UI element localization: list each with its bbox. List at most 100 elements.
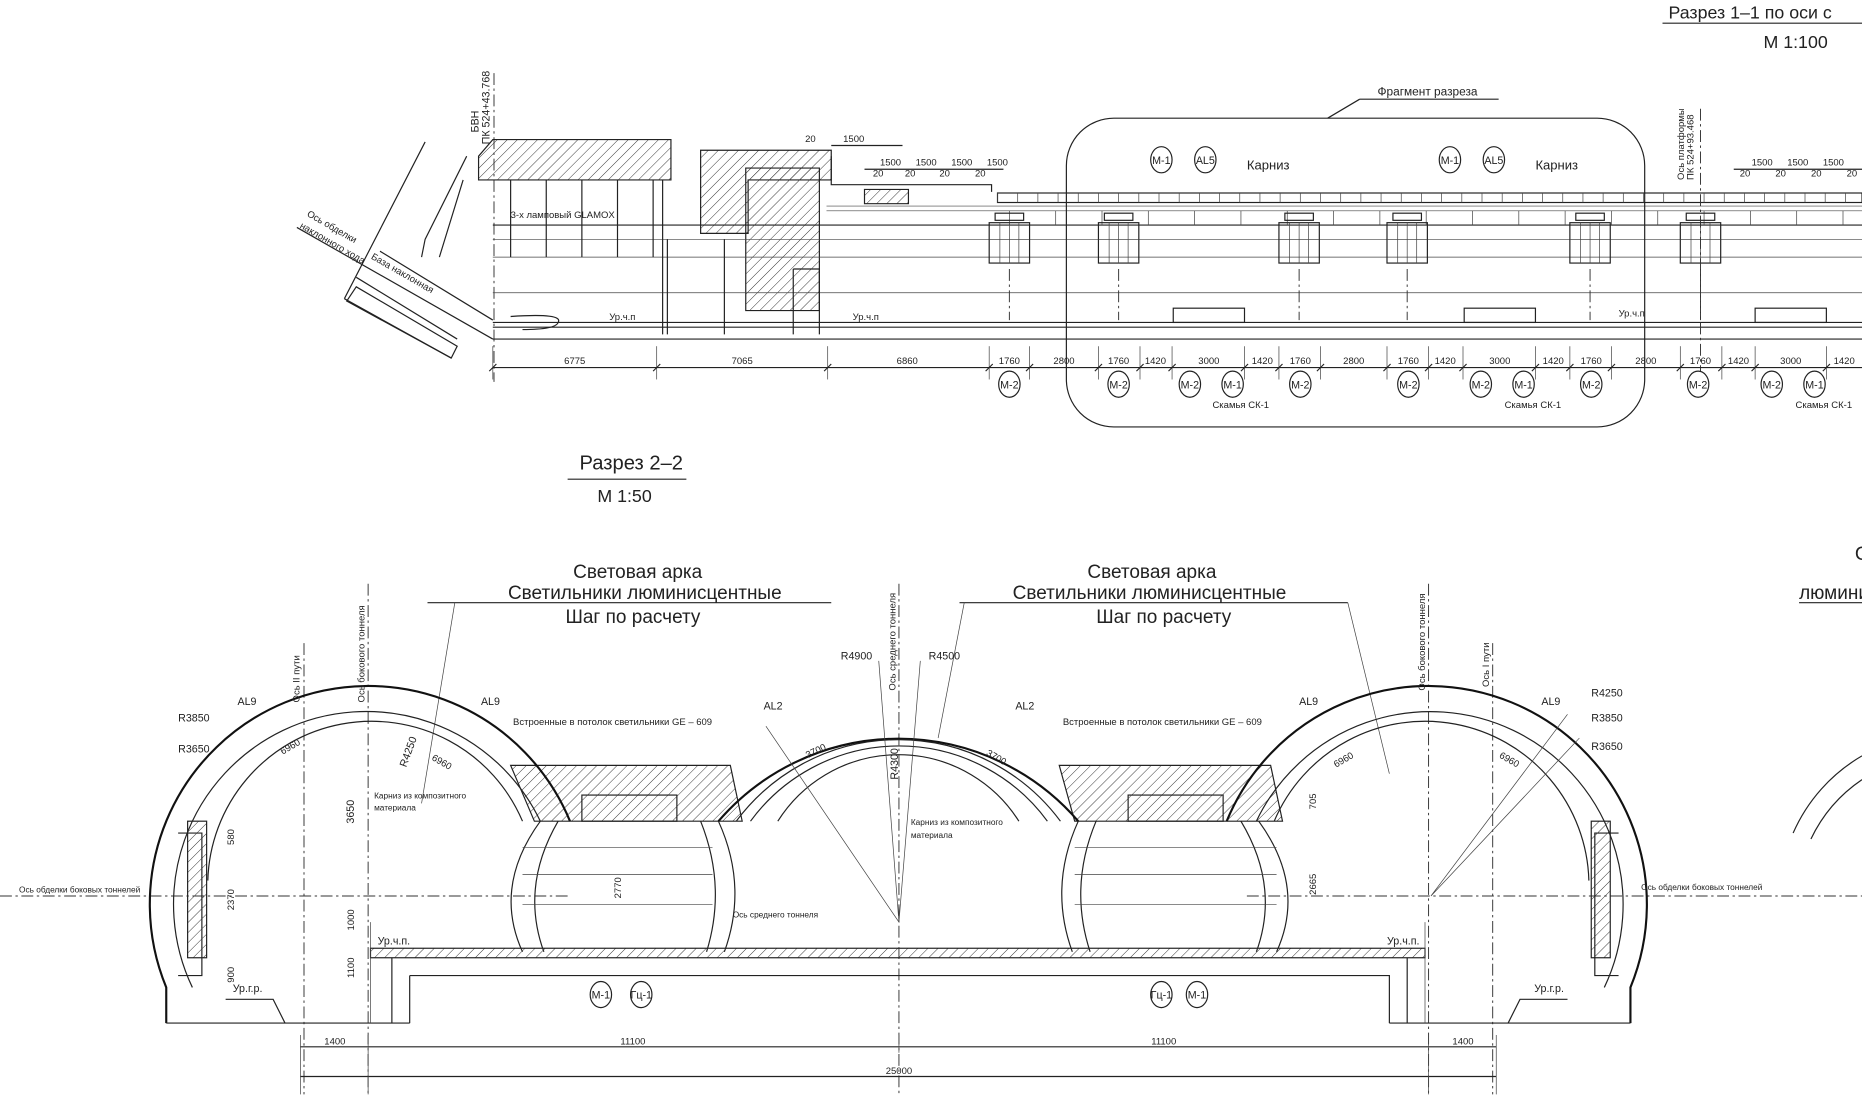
dim-label: 11100 [620, 1036, 645, 1047]
roof-slab [477, 138, 672, 181]
bvn-label: БВН [470, 111, 482, 133]
axis-side-tunnel: Ось бокового тоннеля [357, 605, 368, 702]
dim-label: 1500 [880, 158, 901, 169]
dim-label: 1420 [1145, 356, 1166, 367]
marker-gc1[interactable]: Гц-1 [1150, 980, 1173, 1009]
dim-label: 1100 [346, 958, 357, 978]
dim-label: 1400 [1452, 1036, 1473, 1047]
marker-gc1[interactable]: Гц-1 [629, 980, 653, 1009]
axis-track-2: Ось II пути [291, 655, 302, 702]
marker-m1[interactable]: М-1 [589, 980, 613, 1009]
radius-label: R3650 [1591, 741, 1623, 753]
marker-label: М-1 [592, 990, 610, 1002]
bench-label: Скамья СК-1 [1796, 400, 1853, 411]
dim-label: 1000 [346, 909, 357, 930]
lamp-label: 3-х ламповый GLAMOX [511, 210, 616, 221]
dim-label: 20 [905, 168, 916, 179]
dim-label: 1760 [1690, 356, 1711, 367]
bench [1172, 307, 1246, 324]
marker-bottom[interactable]: М-2 [998, 370, 1021, 398]
dim-label: 705 [1308, 793, 1319, 809]
dim-label: 3000 [1198, 356, 1219, 367]
dim-label: 1500 [1787, 158, 1808, 169]
arch-title-cut: С [1855, 544, 1862, 565]
dim-label: 20 [975, 168, 986, 179]
ceiling-panel-joints [997, 193, 1846, 226]
cornice-label: Карниз из композитного [374, 791, 466, 801]
radius-label: R4500 [929, 651, 961, 663]
dim-label: 3650 [345, 800, 357, 824]
bench [1463, 307, 1537, 324]
ceiling-lights-label: Встроенные в потолок светильники GE – 60… [513, 717, 712, 728]
al2-label: AL2 [1015, 701, 1034, 713]
axis-track-1: Ось I пути [1481, 642, 1492, 687]
section-scale: М 1:50 [597, 486, 652, 506]
marker-m1[interactable]: М-1 [1150, 146, 1173, 174]
bench-label: Скамья СК-1 [1505, 400, 1562, 411]
marker-label: М-2 [1399, 379, 1417, 391]
platform-station: ПК 524+93.468 [1685, 114, 1696, 179]
section-title: Разрез 2–2 [580, 453, 684, 475]
marker-label: М-1 [1441, 155, 1459, 167]
incline-tunnel [296, 141, 494, 359]
marker-bottom[interactable]: М-2 [1397, 370, 1420, 398]
ceiling-lights-label: Встроенные в потолок светильники GE – 60… [1063, 717, 1262, 728]
arch-subtitle-cut: люмини [1799, 583, 1862, 604]
section-title: Разрез 1–1 по оси с [1668, 2, 1831, 22]
marker-label: Гц-1 [631, 990, 652, 1002]
light-fixture [1097, 212, 1140, 321]
marker-bottom[interactable]: М-1 [1512, 370, 1535, 398]
cornice-label: Карниз [1247, 157, 1290, 172]
marker-m1[interactable]: М-1 [1438, 146, 1462, 174]
dim-label: 1500 [1752, 158, 1773, 169]
fragment-label: Фрагмент разреза [1378, 85, 1478, 99]
roof-slab [863, 188, 910, 205]
dim-label: 1420 [1543, 356, 1564, 367]
dim-label: 1400 [324, 1036, 345, 1047]
dim-label: 1420 [1252, 356, 1273, 367]
cornice-label: Карниз из композитного [911, 817, 1003, 827]
marker-bottom[interactable]: М-2 [1760, 370, 1784, 398]
cornice-label: материала [911, 830, 953, 840]
marker-bottom[interactable]: М-1 [1221, 370, 1244, 398]
dim-label: 1760 [1398, 356, 1419, 367]
dim-label: 1760 [1290, 356, 1311, 367]
marker-label: М-2 [1109, 379, 1127, 391]
dim-label: 3000 [1489, 356, 1510, 367]
dim-label: 20 [1847, 168, 1858, 179]
marker-bottom[interactable]: М-2 [1469, 370, 1493, 398]
section-2-2 [0, 478, 1862, 1095]
marker-bottom[interactable]: М-1 [1803, 370, 1826, 398]
radius-label: R3650 [178, 743, 210, 755]
marker-al5[interactable]: AL5 [1482, 146, 1506, 174]
marker-al5[interactable]: AL5 [1194, 146, 1217, 174]
dim-label: 2770 [613, 877, 624, 898]
marker-bottom[interactable]: М-2 [1289, 370, 1312, 398]
floor-level: Ур.ч.п [1619, 309, 1645, 320]
marker-bottom[interactable]: М-2 [1107, 370, 1130, 398]
marker-bottom[interactable]: М-2 [1178, 370, 1202, 398]
dim-label: 6775 [564, 356, 585, 367]
radius-label: R4300 [889, 748, 901, 780]
marker-label: М-2 [1689, 379, 1707, 391]
total-dim-label: 25000 [886, 1066, 912, 1077]
marker-label: М-1 [1188, 990, 1206, 1002]
light-fixture [1569, 212, 1611, 321]
marker-bottom[interactable]: М-2 [1579, 370, 1603, 398]
dimension-ticks [488, 346, 1831, 380]
dim-label: 7065 [732, 356, 753, 367]
bvn-station: ПК 524+43.768 [480, 71, 492, 145]
dim-label: 11100 [1151, 1036, 1176, 1047]
marker-label: М-1 [1152, 155, 1170, 167]
dim-label: 1500 [1823, 158, 1844, 169]
arc-length-label: 3700 [804, 742, 828, 761]
marker-m1[interactable]: М-1 [1185, 980, 1209, 1009]
marker-bottom[interactable]: М-2 [1686, 370, 1710, 398]
marker-label: М-1 [1223, 379, 1241, 391]
marker-label: М-2 [1291, 379, 1309, 391]
floor-level: Ур.ч.п [853, 312, 879, 323]
dim-label: 1420 [1834, 356, 1855, 367]
